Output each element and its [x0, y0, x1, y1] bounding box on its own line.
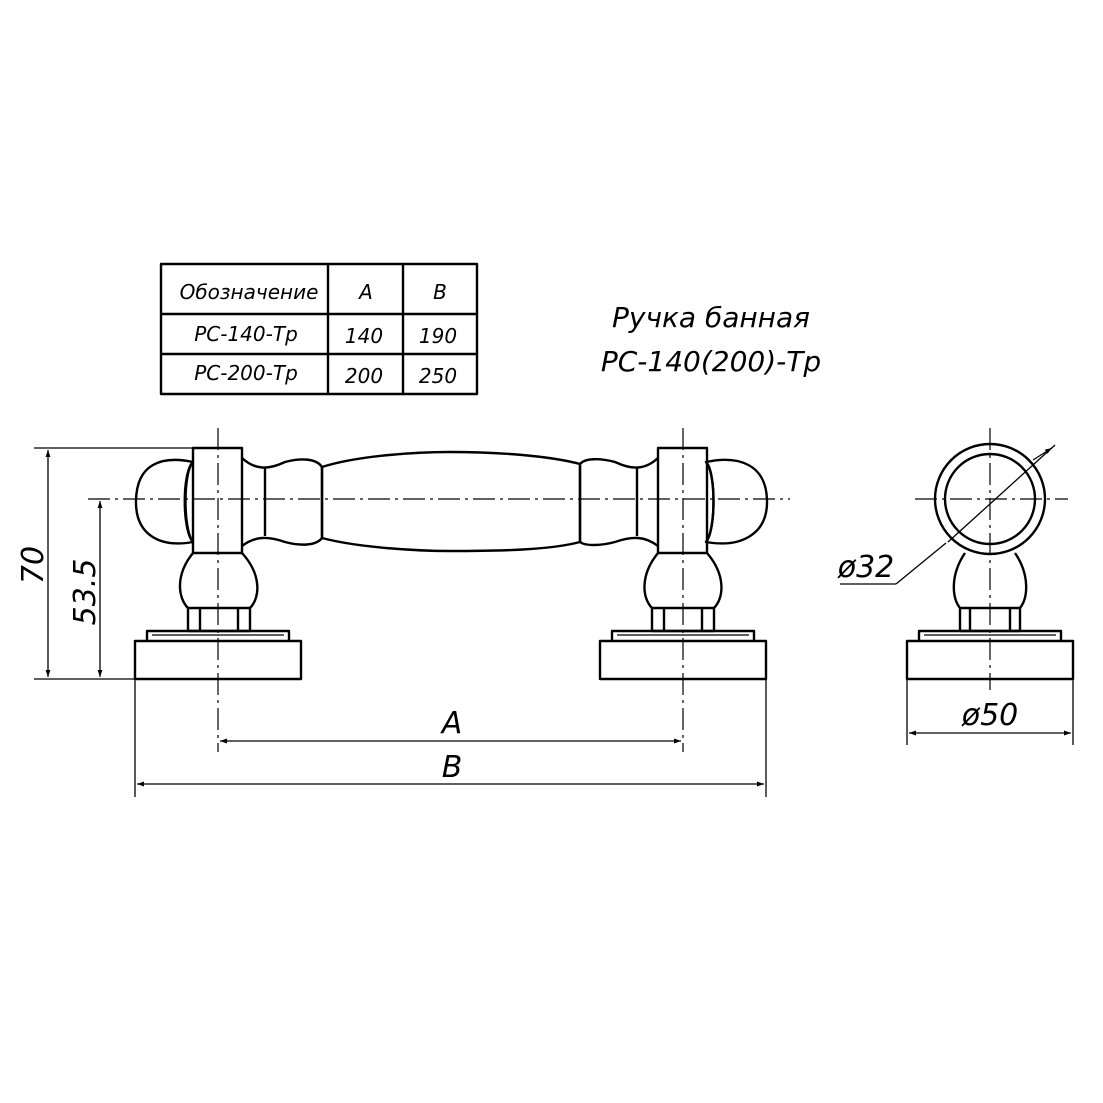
dim-base-diameter: ø50	[961, 698, 1019, 733]
table-row-1-b: 190	[419, 324, 457, 348]
dim-tube-diameter: ø32	[837, 550, 895, 585]
side-view	[905, 428, 1075, 690]
drawing-title-line1: Ручка банная	[612, 301, 810, 334]
dim-a-label: A	[440, 706, 463, 741]
left-post	[178, 552, 259, 633]
table-row-2-b: 250	[419, 364, 457, 388]
grip-bar	[320, 450, 582, 553]
table-header-a: A	[357, 280, 373, 304]
table-header-designation: Обозначение	[180, 280, 319, 304]
side-dimensions: ø32 ø50	[837, 444, 1074, 745]
dim-b-label: B	[442, 750, 463, 785]
drawing-title-line2: РС-140(200)-Тр	[601, 345, 821, 378]
dim-height-axis: 53.5	[68, 559, 103, 626]
table-row-1-a: 140	[345, 324, 383, 348]
table-row-2-designation: РС-200-Тр	[194, 361, 298, 385]
dim-height-total: 70	[16, 546, 51, 584]
left-neck	[241, 457, 324, 547]
spec-table: Обозначение A B РС-140-Тр 140 190 РС-200…	[159, 262, 479, 396]
front-dimensions: 70 53.5 A B	[16, 447, 767, 797]
right-neck	[578, 457, 659, 547]
front-view	[88, 428, 790, 752]
right-end-knob	[704, 458, 769, 545]
table-row-2-a: 200	[345, 364, 383, 388]
table-row-1-designation: РС-140-Тр	[194, 322, 298, 346]
table-header-b: B	[433, 280, 447, 304]
